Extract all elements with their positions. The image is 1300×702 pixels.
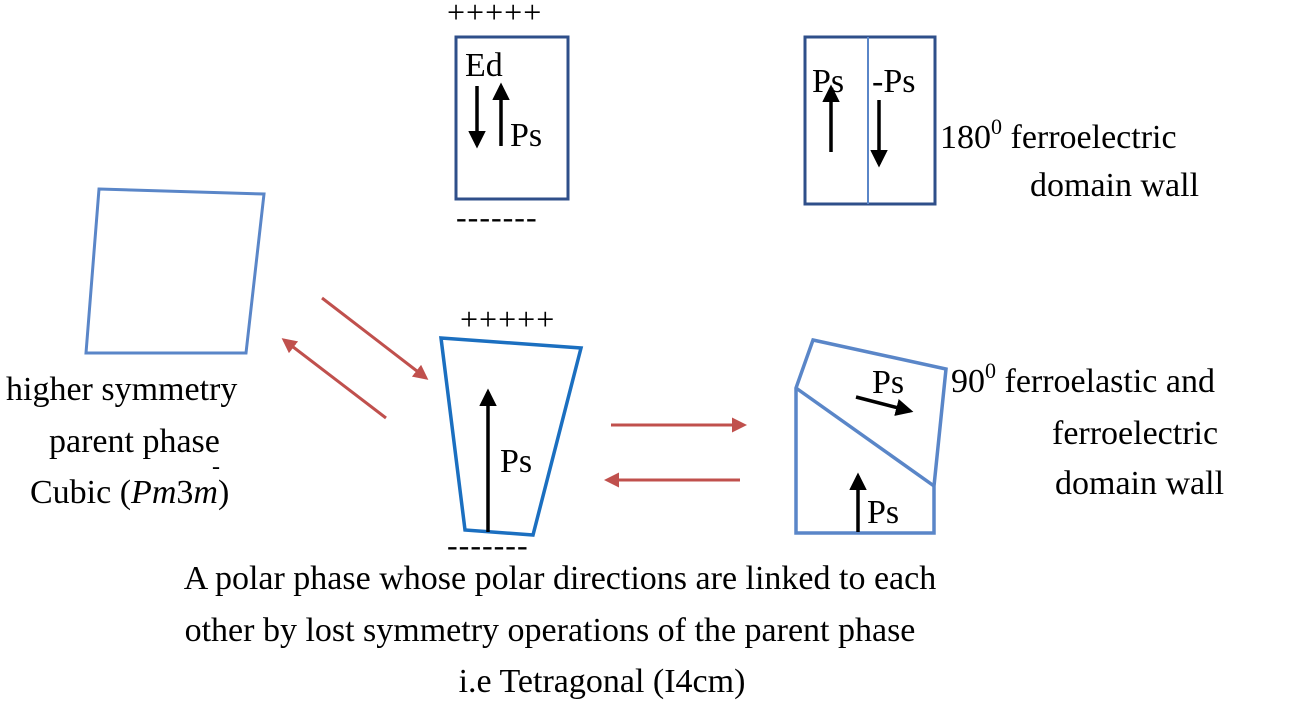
arrow-tetragonal-to-cubic[interactable]: [281, 338, 387, 420]
up-polarization-label: Ps: [812, 63, 844, 100]
cubic-label-line3: Cubic (Pm3m): [30, 474, 229, 511]
top-box-negative-charges: -------: [456, 199, 538, 235]
label-180-line2: domain wall: [1030, 167, 1199, 204]
field-label: Ed: [465, 47, 503, 84]
cubic-phase-square: [84, 187, 266, 355]
caption-line2: other by lost symmetry operations of the…: [185, 612, 916, 649]
domain-90-config: Ps Ps: [794, 337, 948, 535]
tetragonal-phase: +++++ Ps -------: [438, 301, 584, 563]
top-left-box-outline: [454, 35, 570, 201]
top-right-box-outline: [803, 35, 937, 206]
upper-domain-arrow: [855, 395, 914, 416]
overbar-mark: -: [212, 454, 220, 480]
caption-line3: i.e Tetragonal (I4cm): [459, 663, 746, 700]
tetragonal-trapezoid: [438, 336, 584, 537]
upper-domain-polarization-label: Ps: [872, 364, 904, 401]
tetragonal-negative-charges: -------: [447, 527, 529, 563]
depolarization-box: +++++ Ed Ps -------: [447, 0, 570, 235]
cubic-label-line2: parent phase: [49, 423, 220, 460]
label-90-line1: 900 ferroelastic and: [951, 358, 1215, 400]
label-180-line1: 1800 ferroelectric: [940, 114, 1177, 156]
down-polarization-label: -Ps: [872, 63, 915, 100]
tetragonal-polarization-label: Ps: [500, 443, 532, 480]
top-box-positive-charges: +++++: [447, 0, 542, 30]
polarization-label: Ps: [510, 117, 542, 154]
caption-line1: A polar phase whose polar directions are…: [184, 560, 936, 597]
arrow-cubic-to-tetragonal[interactable]: [321, 296, 429, 380]
label-90-line2: ferroelectric: [1052, 415, 1218, 452]
domain-wall-90: [794, 386, 936, 488]
lower-domain-polarization-label: Ps: [867, 494, 899, 531]
cubic-label-line1: higher symmetry: [6, 371, 237, 408]
label-90-line3: domain wall: [1055, 465, 1224, 502]
domain-180-box: Ps -Ps: [803, 35, 937, 206]
tetragonal-positive-charges: +++++: [460, 301, 555, 337]
